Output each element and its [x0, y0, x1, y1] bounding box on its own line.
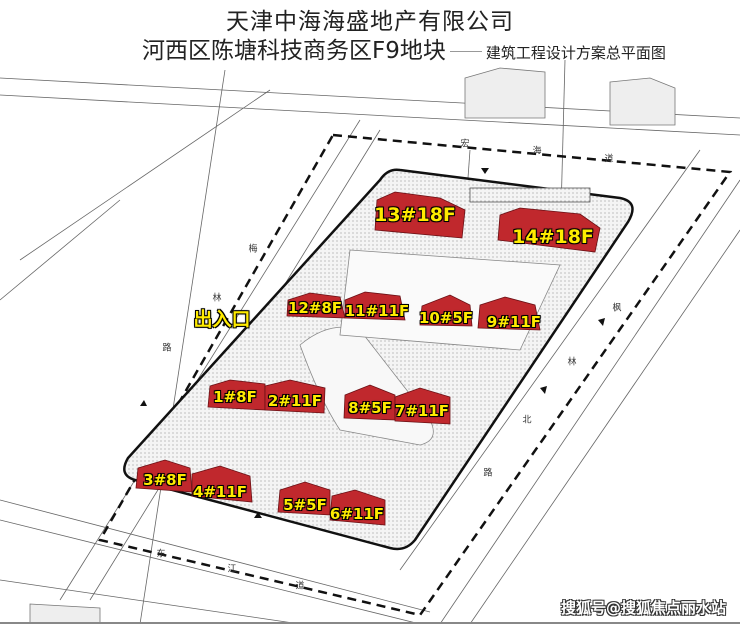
building-6	[329, 489, 386, 526]
road-top-char: 海	[532, 146, 542, 157]
building-7	[394, 387, 451, 425]
building-3	[135, 459, 193, 493]
existing-buildings	[29, 67, 676, 624]
building-label-9: 9#11F	[486, 313, 542, 331]
title-dash	[449, 51, 482, 52]
project-name: 河西区陈塘科技商务区F9地块	[142, 38, 446, 64]
watermark: 搜狐号@搜狐焦点丽水站	[560, 599, 726, 617]
building-11	[344, 291, 406, 321]
building-label-13: 13#18F	[374, 204, 456, 226]
road-left-char: 路	[162, 343, 172, 354]
building-12	[286, 292, 346, 319]
building-label-10: 10#5F	[418, 309, 474, 327]
road-right-char: 枫	[612, 303, 622, 314]
entrance-markers	[140, 168, 605, 518]
entrance-label: 出入口	[193, 308, 251, 331]
building-2	[264, 379, 326, 414]
building-13	[374, 191, 466, 239]
building-label-3: 3#8F	[143, 471, 187, 489]
building-label-8: 8#5F	[348, 399, 392, 417]
road-top-char: 道	[604, 154, 614, 165]
road-left-char: 林	[212, 293, 222, 304]
building-4	[191, 465, 253, 503]
building-5	[277, 481, 331, 516]
road-bottom-char: 东	[156, 549, 166, 560]
building-9	[477, 296, 541, 331]
road-top-char: 宏	[460, 139, 470, 150]
building-label-6: 6#11F	[329, 505, 385, 523]
road-left-char: 梅	[248, 244, 258, 255]
building-10	[419, 294, 473, 327]
road-bottom-char: 道	[295, 581, 305, 592]
building-label-5: 5#5F	[283, 496, 327, 514]
building-label-7: 7#11F	[394, 402, 450, 420]
building-label-2: 2#11F	[267, 392, 323, 410]
building-label-11: 11#11F	[344, 302, 410, 320]
building-label-12: 12#8F	[287, 299, 343, 317]
building-label-4: 4#11F	[192, 483, 248, 501]
road-bottom-char: 江	[227, 564, 237, 575]
drawing-subtitle: 建筑工程设计方案总平面图	[485, 44, 666, 62]
building-label-1: 1#8F	[213, 388, 257, 406]
bottom-border	[0, 622, 740, 624]
building-label-14: 14#18F	[512, 226, 594, 248]
road-right-char: 北	[522, 415, 532, 426]
project-title: 河西区陈塘科技商务区F9地块 建筑工程设计方案总平面图	[142, 31, 666, 65]
company-title: 天津中海海盛地产有限公司	[226, 9, 514, 35]
road-right-char: 林	[567, 357, 577, 368]
road-right-char: 路	[483, 468, 493, 479]
buildings	[135, 191, 601, 526]
building-14	[497, 207, 601, 253]
